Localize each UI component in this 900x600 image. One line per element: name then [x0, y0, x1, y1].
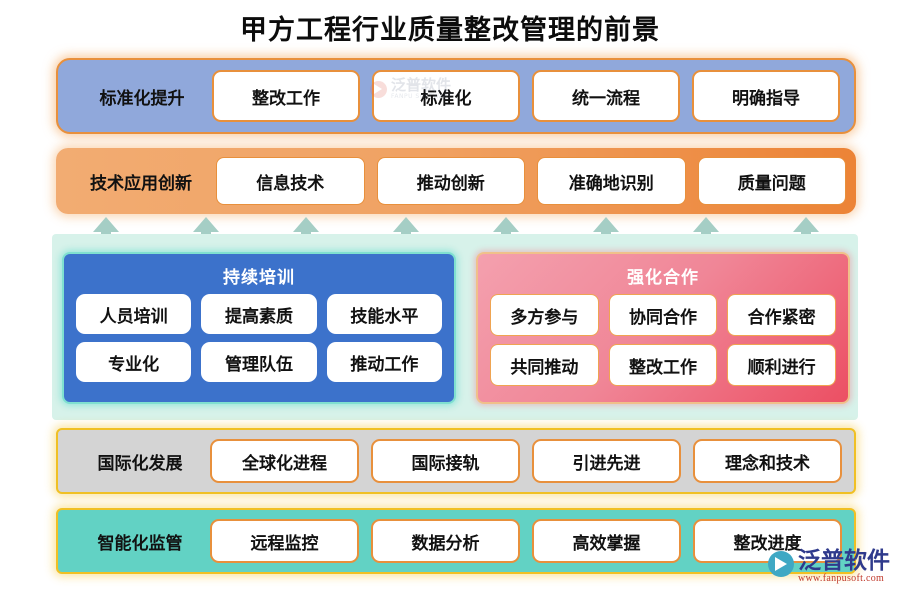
chip-training-1[interactable]: 人员培训 — [76, 294, 192, 334]
chip-supervision-4[interactable]: 整改进度 — [693, 519, 842, 563]
chip-standardization-2[interactable]: 标准化 — [372, 70, 520, 122]
chip-cooperation-2[interactable]: 协同合作 — [608, 294, 718, 336]
watermark-corner-sub: www.fanpusoft.com — [798, 573, 885, 585]
row-standardization: 标准化提升 整改工作 标准化 统一流程 明确指导 — [56, 58, 856, 134]
row-label-standardization: 标准化提升 — [99, 88, 185, 109]
chip-technology-3[interactable]: 准确地识别 — [537, 157, 686, 205]
chip-technology-2[interactable]: 推动创新 — [376, 157, 525, 205]
chip-cooperation-3[interactable]: 合作紧密 — [727, 294, 836, 336]
row-technology: 技术应用创新 信息技术 推动创新 准确地识别 质量问题 — [56, 148, 856, 214]
chip-training-2[interactable]: 提高素质 — [201, 294, 317, 334]
chip-row-technology: 信息技术 推动创新 准确地识别 质量问题 — [216, 157, 846, 205]
chip-cooperation-1[interactable]: 多方参与 — [490, 294, 599, 336]
panel-grid-training: 人员培训 提高素质 技能水平 专业化 管理队伍 推动工作 — [64, 294, 454, 382]
chip-international-1[interactable]: 全球化进程 — [210, 439, 359, 483]
chip-training-5[interactable]: 管理队伍 — [201, 342, 317, 382]
chip-supervision-3[interactable]: 高效掌握 — [532, 519, 681, 563]
chip-supervision-1[interactable]: 远程监控 — [210, 519, 359, 563]
chip-standardization-4[interactable]: 明确指导 — [692, 70, 840, 122]
chip-international-2[interactable]: 国际接轨 — [371, 439, 520, 483]
chip-standardization-1[interactable]: 整改工作 — [212, 70, 360, 122]
panel-grid-cooperation: 多方参与 协同合作 合作紧密 共同推动 整改工作 顺利进行 — [478, 294, 848, 386]
chip-technology-4[interactable]: 质量问题 — [697, 157, 846, 205]
chip-row-international: 全球化进程 国际接轨 引进先进 理念和技术 — [210, 439, 842, 483]
chip-technology-1[interactable]: 信息技术 — [216, 157, 365, 205]
row-label-international: 国际化发展 — [97, 453, 183, 474]
chip-training-6[interactable]: 推动工作 — [326, 342, 442, 382]
page-title: 甲方工程行业质量整改管理的前景 — [240, 15, 660, 46]
chip-standardization-3[interactable]: 统一流程 — [532, 70, 680, 122]
chip-cooperation-6[interactable]: 顺利进行 — [727, 344, 836, 386]
chip-international-4[interactable]: 理念和技术 — [693, 439, 842, 483]
chip-row-standardization: 整改工作 标准化 统一流程 明确指导 — [212, 70, 840, 122]
chip-training-3[interactable]: 技能水平 — [326, 294, 442, 334]
row-label-technology: 技术应用创新 — [90, 173, 192, 194]
chip-training-4[interactable]: 专业化 — [76, 342, 192, 382]
chip-international-3[interactable]: 引进先进 — [532, 439, 681, 483]
panel-cooperation: 强化合作 多方参与 协同合作 合作紧密 共同推动 整改工作 顺利进行 — [476, 252, 850, 404]
chip-cooperation-4[interactable]: 共同推动 — [490, 344, 599, 386]
panel-title-cooperation: 强化合作 — [627, 268, 699, 288]
row-international: 国际化发展 全球化进程 国际接轨 引进先进 理念和技术 — [56, 428, 856, 494]
row-supervision: 智能化监管 远程监控 数据分析 高效掌握 整改进度 — [56, 508, 856, 574]
panel-title-training: 持续培训 — [223, 268, 295, 288]
chip-row-supervision: 远程监控 数据分析 高效掌握 整改进度 — [210, 519, 842, 563]
chip-cooperation-5[interactable]: 整改工作 — [608, 344, 718, 386]
panel-training: 持续培训 人员培训 提高素质 技能水平 专业化 管理队伍 推动工作 — [62, 252, 456, 404]
row-label-supervision: 智能化监管 — [97, 533, 183, 554]
chip-supervision-2[interactable]: 数据分析 — [371, 519, 520, 563]
